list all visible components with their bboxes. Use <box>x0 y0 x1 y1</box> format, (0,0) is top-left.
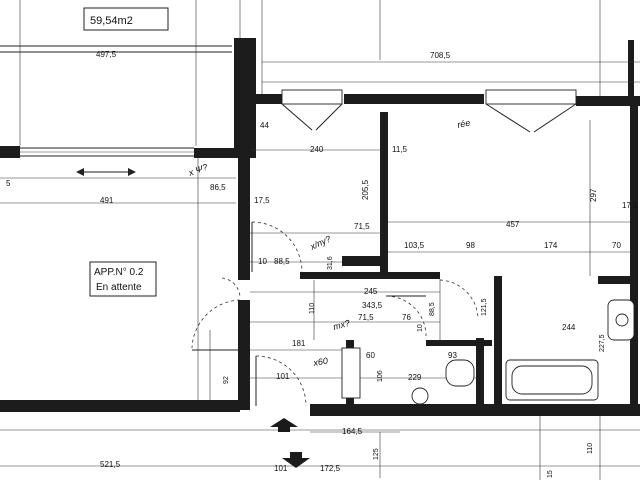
area-label: 59,54m2 <box>90 15 133 27</box>
handwritten-note: mx? <box>332 318 351 332</box>
area-box <box>83 7 169 31</box>
dim-205-5: 205,5 <box>361 179 370 200</box>
windows <box>281 89 577 133</box>
dim-top-left: 497,5 <box>96 50 117 59</box>
dim-5: 5 <box>6 179 11 188</box>
dim-229: 229 <box>408 373 422 382</box>
dim-110-b: 110 <box>587 443 594 454</box>
dim-15: 15 <box>547 470 554 478</box>
dim-297: 297 <box>589 188 598 202</box>
toilet-icon <box>445 359 475 387</box>
dim-17-5-right: 17,5 <box>622 201 638 210</box>
dim-164-5: 164,5 <box>342 427 363 436</box>
arrow-down-icon <box>282 458 310 468</box>
dim-11-5: 11,5 <box>392 145 408 154</box>
dim-245: 245 <box>364 287 378 296</box>
dim-491: 491 <box>100 196 114 205</box>
dim-101-a: 101 <box>276 372 290 381</box>
dim-521-5: 521,5 <box>100 460 121 469</box>
dim-71-5-a: 71,5 <box>354 222 370 231</box>
dim-71-5-b: 71,5 <box>358 313 374 322</box>
dim-174: 174 <box>544 241 558 250</box>
dim-86-5: 86,5 <box>210 183 226 192</box>
handwritten-note: x60 <box>312 356 329 369</box>
dim-106: 106 <box>377 370 384 382</box>
dim-70: 70 <box>612 241 621 250</box>
handwritten-note: rée <box>456 117 471 129</box>
handwritten-note: x Ψ? <box>186 162 209 178</box>
dim-121-5: 121,5 <box>481 298 488 316</box>
handwritten-note: x/ny? <box>308 234 333 253</box>
dim-227-5: 227,5 <box>599 334 606 352</box>
dim-244: 244 <box>562 323 576 332</box>
dim-101-b: 101 <box>274 464 288 473</box>
dim-31-6: 31,6 <box>327 256 334 270</box>
dim-top-right: 708,5 <box>430 51 451 60</box>
dim-125: 125 <box>373 448 380 460</box>
double-arrow-icon <box>76 168 84 176</box>
status-label: En attente <box>96 282 142 293</box>
apartment-box <box>89 261 157 297</box>
dim-93: 93 <box>448 351 457 360</box>
dim-60: 60 <box>366 351 375 360</box>
dimension-labels: 497,5 708,5 44 240 11,5 205,5 297 17,5 1… <box>6 50 638 478</box>
dim-10-b: 10 <box>417 324 424 332</box>
apartment-label: APP.N° 0.2 <box>94 267 144 278</box>
dim-172-5: 172,5 <box>320 464 341 473</box>
dim-181: 181 <box>292 339 306 348</box>
basin-icon <box>411 387 429 405</box>
doors <box>191 221 479 407</box>
dim-92: 92 <box>223 376 230 384</box>
dim-76: 76 <box>402 313 411 322</box>
dim-44: 44 <box>260 121 269 130</box>
dim-98: 98 <box>466 241 475 250</box>
dim-110: 110 <box>309 303 316 314</box>
dim-88-5: 88,5 <box>274 257 290 266</box>
dim-17-5-left: 17,5 <box>254 196 270 205</box>
dim-240: 240 <box>310 145 324 154</box>
entrance-arrows <box>76 168 310 468</box>
walls <box>0 38 640 416</box>
dim-457: 457 <box>506 220 520 229</box>
dim-103-5: 103,5 <box>404 241 425 250</box>
dim-10: 10 <box>258 257 267 266</box>
bathroom-fixtures <box>341 299 635 405</box>
dim-343-5: 343,5 <box>362 301 383 310</box>
dim-88-5-v: 88,5 <box>429 302 436 316</box>
arrow-up-icon <box>270 418 298 427</box>
